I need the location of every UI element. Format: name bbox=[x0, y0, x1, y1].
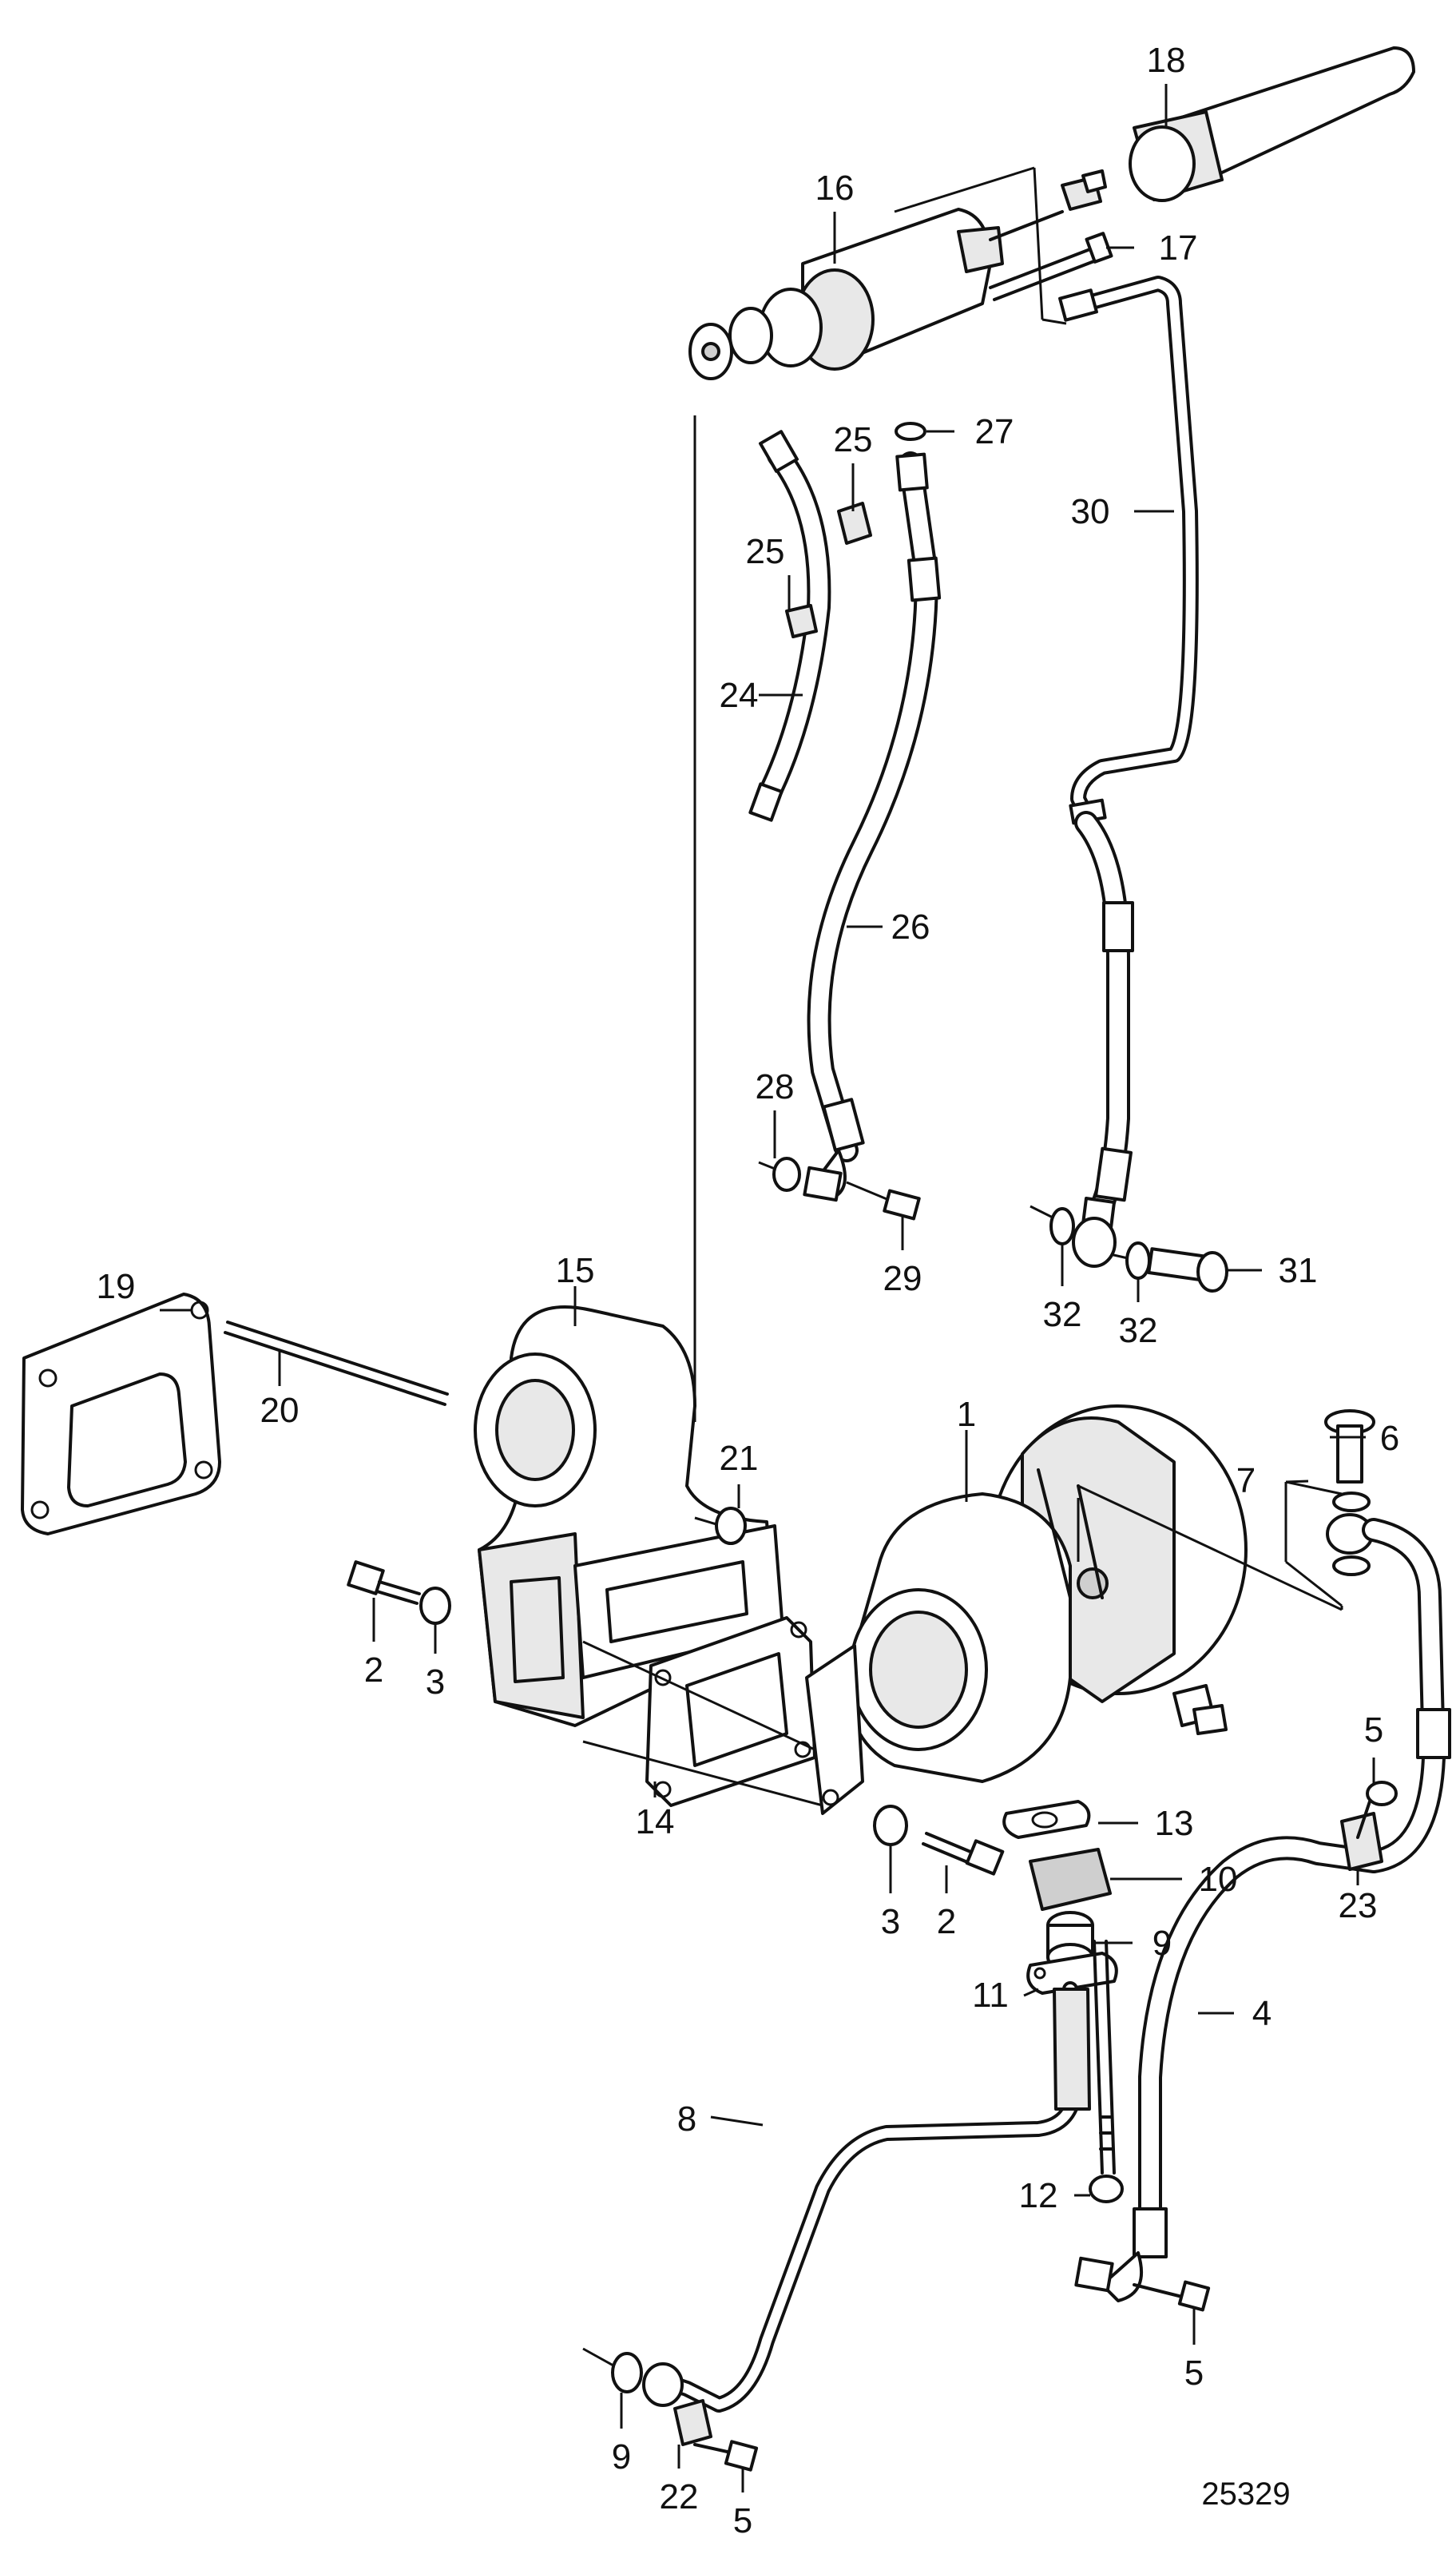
callout-12: 12 bbox=[1019, 2176, 1058, 2215]
part-10-block bbox=[1029, 1848, 1112, 1911]
part-22-clamp bbox=[673, 2399, 712, 2446]
callout-28: 28 bbox=[756, 1067, 795, 1106]
callout-16: 16 bbox=[815, 169, 855, 208]
callout-25-upper: 25 bbox=[834, 420, 873, 459]
callout-11: 11 bbox=[972, 1976, 1009, 2015]
callout-31: 31 bbox=[1279, 1251, 1318, 1290]
frame-line-14 bbox=[582, 1640, 823, 1807]
callout-8: 8 bbox=[677, 2099, 696, 2139]
part-3-spacer-lower bbox=[873, 1805, 908, 1846]
callout-3-upper: 3 bbox=[426, 1662, 445, 1702]
part-5-screw-upper bbox=[1356, 1781, 1398, 1839]
part-6-banjo-bolt bbox=[1324, 1409, 1375, 1484]
callout-30: 30 bbox=[1071, 492, 1110, 531]
part-3-spacer-upper bbox=[419, 1587, 451, 1625]
callout-10: 10 bbox=[1199, 1860, 1238, 1899]
callout-21: 21 bbox=[720, 1439, 759, 1478]
part-23-clamp bbox=[1340, 1812, 1383, 1871]
part-7-washers bbox=[1326, 1491, 1374, 1576]
part-30-pipe bbox=[1058, 276, 1199, 825]
part-30-banjo bbox=[1072, 1217, 1117, 1268]
callout-13: 13 bbox=[1155, 1804, 1194, 1843]
part-25-clamp-upper bbox=[837, 502, 872, 545]
part-21-nut bbox=[694, 1507, 747, 1545]
callout-2-lower: 2 bbox=[937, 1902, 956, 1941]
frame-line-7 bbox=[1284, 1480, 1343, 1610]
callout-5-upper: 5 bbox=[1364, 1710, 1383, 1750]
callout-20: 20 bbox=[260, 1391, 300, 1430]
callout-3-lower: 3 bbox=[881, 1902, 900, 1941]
callout-5-lower-right: 5 bbox=[1184, 2353, 1204, 2393]
callout-6: 6 bbox=[1380, 1419, 1399, 1458]
part-12-screw bbox=[1089, 1940, 1124, 2203]
callout-2-upper: 2 bbox=[364, 1650, 383, 1690]
part-18-tube-cap bbox=[1129, 46, 1415, 202]
callout-19: 19 bbox=[97, 1267, 136, 1306]
part-25-clamp-lower bbox=[785, 604, 818, 638]
callout-leaders bbox=[160, 84, 1375, 2492]
part-5-screw-lower-left bbox=[693, 2440, 759, 2472]
callout-32-left: 32 bbox=[1043, 1295, 1082, 1334]
callout-29: 29 bbox=[883, 1259, 922, 1298]
part-17-bolt bbox=[989, 232, 1113, 301]
callout-9-upper: 9 bbox=[1153, 1924, 1172, 1963]
callout-18: 18 bbox=[1147, 41, 1186, 80]
part-30-lower-hose bbox=[1074, 811, 1134, 1236]
part-19-gasket bbox=[21, 1293, 221, 1535]
part-27-washer bbox=[895, 422, 926, 441]
drawing-reference-number: 25329 bbox=[1201, 2477, 1290, 2512]
part-2-screw-upper bbox=[347, 1560, 421, 1605]
callout-32-right: 32 bbox=[1119, 1311, 1158, 1350]
part-28-nut bbox=[758, 1157, 801, 1192]
callout-17: 17 bbox=[1159, 228, 1198, 268]
part-24-hose bbox=[748, 430, 831, 822]
part-32-washer-left bbox=[1030, 1205, 1075, 1245]
part-32-washer-right bbox=[1109, 1241, 1151, 1280]
part-26-banjo bbox=[803, 1166, 843, 1202]
part-15-elbow bbox=[474, 1305, 784, 1727]
callout-14: 14 bbox=[636, 1802, 675, 1841]
part-8-pipe bbox=[655, 1981, 1091, 2413]
callout-27: 27 bbox=[975, 412, 1014, 451]
callout-23: 23 bbox=[1339, 1886, 1378, 1925]
callout-9-lower: 9 bbox=[612, 2437, 631, 2477]
callout-22: 22 bbox=[660, 2477, 699, 2516]
part-13-gasket bbox=[1002, 1800, 1091, 1839]
callout-24: 24 bbox=[720, 676, 759, 715]
part-1-turbocharger bbox=[805, 1404, 1248, 1815]
part-26-hose bbox=[807, 451, 942, 1200]
part-29-bolt bbox=[846, 1181, 921, 1221]
part-31-banjo-bolt bbox=[1147, 1247, 1228, 1293]
part-4-hose bbox=[1101, 1518, 1451, 2302]
part-20-stud bbox=[224, 1321, 449, 1406]
frame-line-16 bbox=[894, 166, 1067, 325]
callout-5-lower-left: 5 bbox=[733, 2501, 752, 2540]
part-9-nipple-lower bbox=[582, 2347, 684, 2407]
callout-25-lower: 25 bbox=[746, 532, 785, 571]
callout-4: 4 bbox=[1252, 1994, 1272, 2033]
callout-15: 15 bbox=[556, 1251, 595, 1290]
part-5-screw-lower-right bbox=[1074, 2256, 1211, 2312]
frame-line-1 bbox=[1077, 1484, 1343, 1611]
callout-26: 26 bbox=[891, 908, 930, 947]
part-2-screw-lower bbox=[922, 1832, 1005, 1876]
part-16-actuator bbox=[688, 169, 1107, 380]
callout-labels: 1 2 2 3 3 4 5 5 5 6 7 8 9 9 10 11 12 13 … bbox=[97, 41, 1400, 2540]
callout-1: 1 bbox=[957, 1395, 976, 1434]
callout-7: 7 bbox=[1236, 1461, 1256, 1500]
